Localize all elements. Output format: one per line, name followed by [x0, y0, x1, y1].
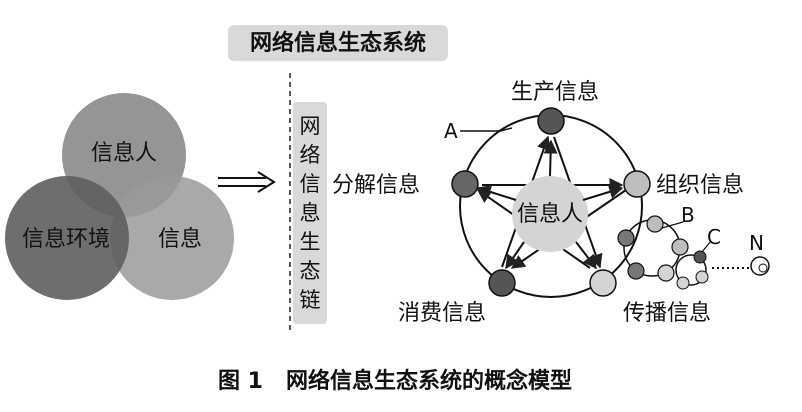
chain-panel — [293, 102, 327, 324]
subnet-b-node — [671, 238, 689, 256]
cycle-diagram: 信息人 生产信息 组织信息 传播信息 消费信息 分解信息 A — [332, 80, 770, 326]
marker-b-leader — [661, 221, 684, 229]
subnetwork-b: B — [617, 203, 695, 282]
venn-label-left: 信息环境 — [22, 227, 110, 252]
venn-circle-right — [110, 176, 234, 300]
subnet-b-node — [646, 215, 664, 233]
center-node — [512, 176, 588, 252]
label-spread: 传播信息 — [623, 301, 711, 326]
chain-char: 络 — [300, 143, 321, 167]
marker-c: C — [707, 225, 721, 249]
chain-char: 链 — [300, 288, 321, 312]
subnetwork-c: C — [675, 225, 721, 290]
label-consume: 消费信息 — [398, 301, 486, 326]
center-to-decompose — [476, 185, 517, 201]
label-decompose: 分解信息 — [332, 173, 420, 198]
subnet-b-node — [657, 264, 675, 282]
subnet-b-node — [627, 262, 645, 280]
subnet-c-node — [693, 250, 707, 264]
figure-caption: 图 1 网络信息生态系统的概念模型 — [218, 368, 572, 394]
chain-label: 网 络 信 息 生 态 链 — [300, 114, 321, 312]
subnet-n-ring — [750, 256, 770, 276]
chain-char: 生 — [300, 230, 321, 254]
subnet-b-node — [617, 229, 635, 247]
label-produce: 生产信息 — [511, 80, 599, 105]
chain-char: 息 — [300, 201, 321, 225]
node-spread — [589, 269, 617, 297]
marker-b: B — [681, 203, 695, 227]
double-arrow — [218, 171, 276, 193]
subnet-n-node — [758, 263, 768, 273]
center-to-spread — [575, 241, 597, 270]
venn-label-top: 信息人 — [91, 141, 157, 166]
node-organize — [623, 170, 651, 198]
title-box — [228, 25, 448, 61]
center-to-produce — [543, 139, 558, 177]
chain-char: 信 — [300, 172, 321, 196]
title-text: 网络信息生态系统 — [250, 30, 426, 56]
venn-circle-left — [5, 176, 129, 300]
center-label: 信息人 — [517, 202, 583, 227]
center-to-organize — [582, 185, 624, 201]
marker-a: A — [444, 119, 458, 143]
label-organize: 组织信息 — [656, 173, 744, 198]
subnet-c-ring — [675, 254, 707, 286]
center-to-consume — [505, 241, 525, 270]
node-consume — [488, 269, 516, 297]
subnet-c-node — [695, 270, 709, 284]
subnetwork-n: N — [749, 231, 770, 276]
chain-char: 态 — [300, 259, 321, 283]
center-arrows — [476, 139, 624, 270]
marker-a-leader — [460, 127, 513, 132]
subnet-c-node — [676, 276, 690, 290]
marker-c-leader — [701, 240, 712, 253]
node-produce — [537, 107, 565, 135]
venn-diagram: 信息人 信息环境 信息 — [5, 93, 234, 300]
chain-char: 网 — [300, 114, 321, 138]
marker-n: N — [749, 231, 764, 255]
venn-label-right: 信息 — [158, 227, 202, 252]
node-decompose — [451, 170, 479, 198]
